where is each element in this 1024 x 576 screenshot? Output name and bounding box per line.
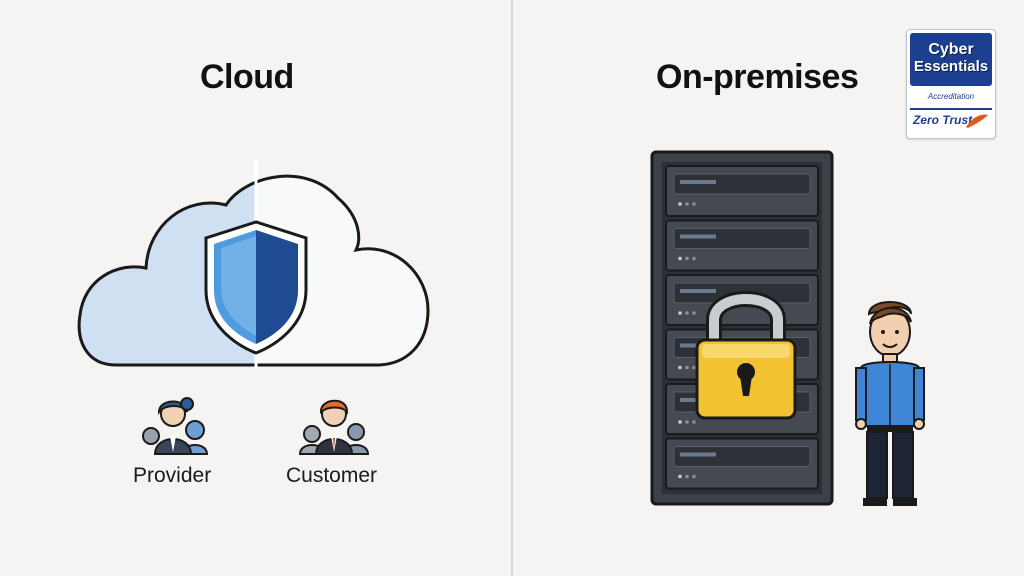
provider-label: Provider — [133, 464, 212, 487]
badge-footer-text: Zero Trust — [913, 113, 973, 127]
server-unit — [665, 165, 819, 217]
on-premises-title: On-premises — [656, 58, 859, 96]
badge-footer: Zero Trust — [910, 108, 992, 134]
customer-label: Customer — [286, 464, 378, 487]
badge-swoosh-icon — [966, 114, 988, 128]
cloud-icon — [77, 160, 430, 368]
badge-header: Cyber Essentials — [910, 33, 992, 86]
badge-title-line1: Cyber — [928, 41, 974, 58]
shield-icon — [204, 220, 308, 355]
server-unit — [665, 219, 819, 272]
badge-title-line2: Essentials — [913, 58, 989, 75]
person-icon — [855, 301, 925, 506]
badge-subtitle: Accreditation — [927, 92, 975, 101]
customer-icon — [298, 399, 370, 455]
panel-divider — [511, 0, 513, 576]
server-unit — [665, 437, 819, 490]
provider-icon — [142, 397, 209, 455]
padlock-icon — [695, 291, 797, 420]
cloud-title: Cloud — [200, 58, 294, 96]
certification-badge: Cyber Essentials Accreditation Zero Trus… — [906, 29, 996, 139]
